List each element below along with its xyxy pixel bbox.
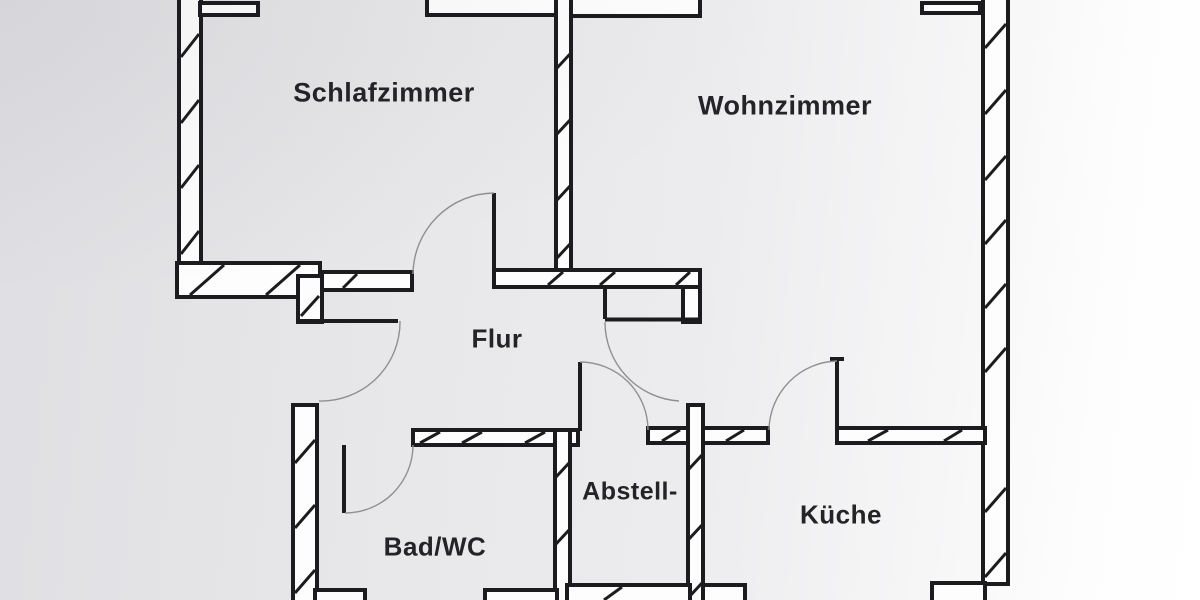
door-swing-arcs <box>318 192 838 514</box>
wall-bad-west <box>291 403 319 600</box>
schlafzimmer-door-arc <box>412 192 495 275</box>
walls <box>175 0 1010 600</box>
room-label-bad-wc: Bad/WC <box>383 531 487 562</box>
door-leaves <box>298 193 844 513</box>
abstell-door-arc <box>579 361 649 431</box>
wall-top-stub-c <box>569 0 702 18</box>
wohnzimmer-door-arc <box>604 321 680 402</box>
wall-divider-abstell-kueche <box>686 403 705 600</box>
room-label-wohnzimmer: Wohnzimmer <box>697 90 873 121</box>
wall-kueche-window-stub <box>930 581 987 600</box>
wall-right-exterior <box>981 0 1010 586</box>
bad-door-arc <box>344 444 414 514</box>
room-label-kueche: Küche <box>800 499 882 530</box>
entry-door-arc <box>318 320 401 402</box>
wall-top-stub-a <box>198 1 260 17</box>
wall-wohn-door-block <box>681 285 702 324</box>
wall-flur-north-east <box>492 268 702 289</box>
room-label-abstellraum: Abstell- <box>582 477 678 506</box>
wall-abstell-west <box>553 428 572 600</box>
wall-top-stub-b <box>425 0 558 17</box>
wall-schlaf-south-right <box>318 270 414 292</box>
wall-bad-north <box>411 428 580 447</box>
room-label-flur: Flur <box>471 323 523 354</box>
wall-kueche-north-left <box>646 426 770 445</box>
wall-divider-schlaf-wohn <box>554 0 573 273</box>
wall-kueche-north-right <box>835 426 987 445</box>
kueche-door-arc <box>768 360 838 431</box>
wall-bottom-stub-b <box>483 588 559 600</box>
wall-kueche-south-stub <box>701 583 747 600</box>
wall-bottom-stub-a <box>313 588 367 600</box>
room-label-schlafzimmer: Schlafzimmer <box>293 77 475 108</box>
wall-hatching <box>179 23 1008 600</box>
wall-abstell-south <box>565 583 692 600</box>
wall-top-stub-d <box>920 1 982 15</box>
